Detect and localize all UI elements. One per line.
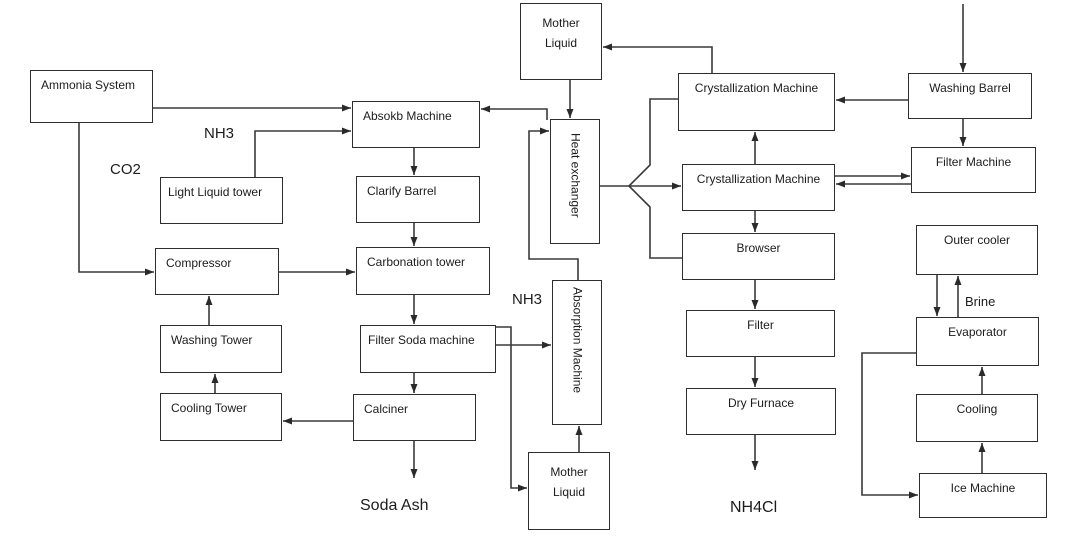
node-label: Browser <box>736 241 781 255</box>
node-label: Filter Machine <box>935 155 1012 169</box>
edge-ammonia-to-compressor <box>78 123 154 276</box>
node-label: Washing Barrel <box>929 81 1011 95</box>
edge-evaporator-to-icemachine <box>861 352 918 499</box>
node-evaporator: Evaporator <box>916 317 1039 366</box>
node-ammonia-system: Ammonia System <box>30 70 153 123</box>
node-washing-tower: Washing Tower <box>160 325 282 373</box>
node-label: Cooling Tower <box>171 401 247 415</box>
node-crystallization-machine-2: Crystallization Machine <box>682 164 835 211</box>
node-label: Mother Liquid <box>542 16 580 50</box>
node-label: Filter <box>747 318 774 332</box>
node-calciner: Calciner <box>353 394 476 441</box>
node-label: Clarify Barrel <box>367 184 437 198</box>
node-ice-machine: Ice Machine <box>919 473 1047 518</box>
node-absokb-machine: Absokb Machine <box>352 101 480 148</box>
node-label: Ammonia System <box>41 78 136 92</box>
node-cooling: Cooling <box>916 394 1038 442</box>
node-label: Evaporator <box>948 325 1007 339</box>
node-label: Calciner <box>364 402 409 416</box>
node-outer-cooler: Outer cooler <box>916 225 1038 275</box>
node-filter-machine: Filter Machine <box>911 147 1036 193</box>
node-light-liquid-tower: Light Liquid tower <box>160 177 283 224</box>
node-label: Carbonation tower <box>367 255 466 269</box>
node-browser: Browser <box>682 233 835 280</box>
label-nh3-mid: NH3 <box>512 291 543 308</box>
node-filter: Filter <box>686 310 835 357</box>
node-compressor: Compressor <box>155 248 279 295</box>
node-cooling-tower: Cooling Tower <box>160 393 282 441</box>
edge-lightliquid-to-absokb <box>254 127 351 177</box>
edge-branch-to-browser <box>628 185 682 259</box>
edge-absorption-to-heatexchanger <box>528 127 579 280</box>
node-label: Crystallization Machine <box>696 172 821 186</box>
node-crystallization-machine-1: Crystallization Machine <box>678 73 835 131</box>
node-label: Dry Furnace <box>727 396 795 410</box>
node-label: Outer cooler <box>943 233 1011 247</box>
node-label: Filter Soda machine <box>368 333 475 347</box>
node-label: Washing Tower <box>171 333 253 347</box>
edge-crystallization1-to-motherliquidtop <box>603 43 713 73</box>
edge-branch-to-crystallization1 <box>628 98 678 187</box>
label-nh4cl: NH4Cl <box>730 499 778 516</box>
node-label: Crystallization Machine <box>694 81 819 95</box>
node-label: Heat exchanger <box>568 133 583 218</box>
edge-filtersoda-to-motherliquidbottom <box>496 326 527 492</box>
node-label: Compressor <box>166 256 232 270</box>
node-carbonation-tower: Carbonation tower <box>356 247 490 295</box>
label-soda-ash: Soda Ash <box>360 497 429 514</box>
node-absorption-machine: Absorption Machine <box>552 280 602 425</box>
node-label: Absokb Machine <box>363 109 452 123</box>
node-mother-liquid-bottom: Mother Liquid <box>528 452 610 530</box>
node-label: Absorption Machine <box>570 287 585 394</box>
label-nh3-top: NH3 <box>204 125 235 142</box>
node-clarify-barrel: Clarify Barrel <box>356 176 480 223</box>
node-washing-barrel: Washing Barrel <box>908 73 1032 119</box>
node-label: Ice Machine <box>950 481 1016 495</box>
node-mother-liquid-top: Mother Liquid <box>520 3 602 80</box>
node-label: Light Liquid tower <box>168 185 263 199</box>
node-dry-furnace: Dry Furnace <box>686 388 836 435</box>
node-label: Cooling <box>956 402 998 416</box>
label-brine: Brine <box>965 294 996 309</box>
node-heat-exchanger: Heat exchanger <box>550 119 600 244</box>
edge-heatexchanger-to-absokb <box>481 105 548 120</box>
node-label: Mother Liquid <box>550 465 588 499</box>
node-filter-soda-machine: Filter Soda machine <box>360 325 496 373</box>
label-co2: CO2 <box>110 161 141 178</box>
